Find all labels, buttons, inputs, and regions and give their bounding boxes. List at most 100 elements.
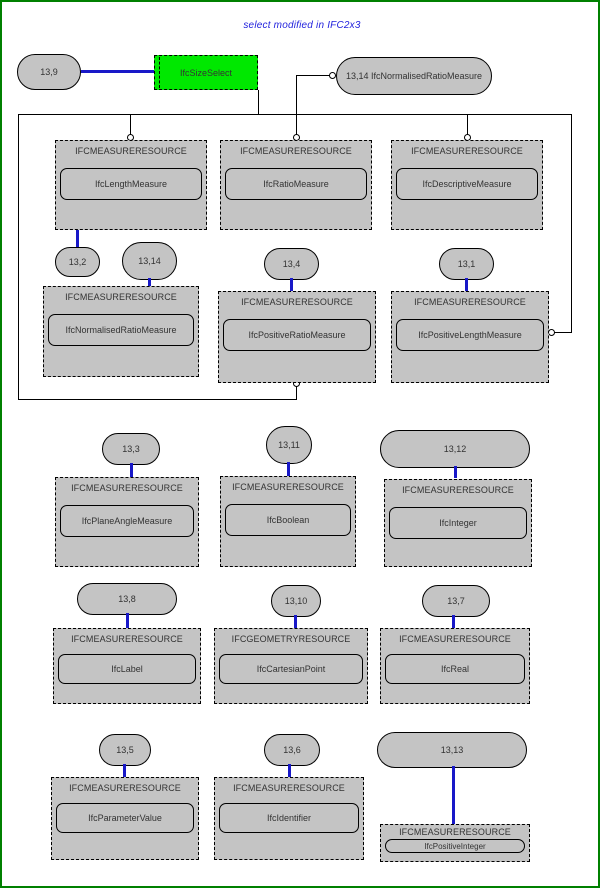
page-ref-bubble-13-11[interactable]: 13,11 bbox=[266, 426, 312, 464]
page-ref-bubble-13-2[interactable]: 13,2 bbox=[55, 247, 100, 277]
node-entity-label: IfcInteger bbox=[389, 507, 527, 539]
bubble-label: 13,12 bbox=[443, 444, 467, 454]
node-ifclengthmeasure[interactable]: IFCMEASURERESOURCE IfcLengthMeasure bbox=[55, 140, 207, 230]
node-ifcpositivelengthmeasure[interactable]: IFCMEASURERESOURCE IfcPositiveLengthMeas… bbox=[391, 291, 549, 383]
page-ref-bubble-13-9[interactable]: 13,9 bbox=[17, 54, 81, 90]
node-ifcratiomeasure[interactable]: IFCMEASURERESOURCE IfcRatioMeasure bbox=[220, 140, 372, 230]
joint-poslength bbox=[548, 329, 555, 336]
node-entity-label: IfcDescriptiveMeasure bbox=[396, 168, 538, 200]
node-entity-label: IfcParameterValue bbox=[56, 803, 194, 833]
node-schema-label: IFCMEASURERESOURCE bbox=[414, 297, 526, 307]
node-ifcdescriptivemeasure[interactable]: IFCMEASURERESOURCE IfcDescriptiveMeasure bbox=[391, 140, 543, 230]
bubble-label: 13,1 bbox=[457, 259, 476, 269]
bubble-label: 13,3 bbox=[122, 444, 140, 454]
page-ref-bubble-13-6[interactable]: 13,6 bbox=[264, 734, 320, 766]
bubble-label: 13,8 bbox=[118, 594, 136, 604]
bubble-label: 13,6 bbox=[283, 745, 301, 755]
node-schema-label: IFCMEASURERESOURCE bbox=[233, 783, 345, 793]
wire-select-down bbox=[258, 90, 259, 114]
page-ref-bubble-13-13[interactable]: 13,13 bbox=[377, 732, 527, 768]
wire-13-7-to-real bbox=[452, 615, 455, 628]
page-ref-bubble-13-14-normalisedratiomeasure[interactable]: 13,14 IfcNormalisedRatioMeasure bbox=[336, 57, 492, 95]
bubble-label: 13,4 bbox=[282, 259, 301, 269]
page-ref-bubble-13-10[interactable]: 13,10 bbox=[271, 585, 321, 617]
page-ref-bubble-13-14[interactable]: 13,14 bbox=[122, 242, 177, 280]
wire-13-13-to-posinteger bbox=[452, 766, 455, 824]
wire-normratio-vertical bbox=[296, 75, 297, 135]
node-entity-label: IfcNormalisedRatioMeasure bbox=[48, 314, 194, 346]
bubble-label: 13,9 bbox=[40, 67, 58, 77]
node-schema-label: IFCMEASURERESOURCE bbox=[71, 634, 183, 644]
wire-13-10-to-cartesian bbox=[294, 615, 297, 628]
node-ifcparametervalue[interactable]: IFCMEASURERESOURCE IfcParameterValue bbox=[51, 777, 199, 860]
bubble-label: 13,5 bbox=[116, 745, 134, 755]
node-entity-label: IfcRatioMeasure bbox=[225, 168, 367, 200]
wire-bus-to-length bbox=[130, 114, 131, 135]
node-ifccartesianpoint[interactable]: IFCGEOMETRYRESOURCE IfcCartesianPoint bbox=[214, 628, 368, 704]
node-schema-label: IFCMEASURERESOURCE bbox=[399, 634, 511, 644]
node-ifcidentifier[interactable]: IFCMEASURERESOURCE IfcIdentifier bbox=[214, 777, 364, 860]
page-ref-bubble-13-8[interactable]: 13,8 bbox=[77, 583, 177, 615]
bubble-label: 13,14 bbox=[138, 256, 161, 266]
node-schema-label: IFCMEASURERESOURCE bbox=[241, 297, 353, 307]
wire-bus-to-ratio bbox=[296, 114, 297, 135]
node-schema-label: IFCMEASURERESOURCE bbox=[232, 482, 344, 492]
node-ifcboolean[interactable]: IFCMEASURERESOURCE IfcBoolean bbox=[220, 476, 356, 567]
select-node-ifcsizeselect[interactable]: IfcSizeSelect bbox=[154, 55, 258, 90]
node-schema-label: IFCMEASURERESOURCE bbox=[402, 485, 514, 495]
bus-left-vertical bbox=[18, 114, 19, 400]
node-entity-label: IfcCartesianPoint bbox=[219, 654, 363, 684]
node-ifcpositiveratiomeasure[interactable]: IFCMEASURERESOURCE IfcPositiveRatioMeasu… bbox=[218, 291, 376, 383]
page-ref-bubble-13-12[interactable]: 13,12 bbox=[380, 430, 530, 468]
bubble-label: 13,2 bbox=[68, 257, 87, 267]
diagram-title: select modified in IFC2x3 bbox=[243, 20, 361, 31]
node-schema-label: IFCMEASURERESOURCE bbox=[411, 146, 523, 156]
wire-13-14-to-normratio bbox=[148, 278, 151, 288]
page-ref-bubble-13-1[interactable]: 13,1 bbox=[439, 248, 494, 280]
node-schema-label: IFCMEASURERESOURCE bbox=[75, 146, 187, 156]
node-entity-label: IfcLengthMeasure bbox=[60, 168, 202, 200]
wire-bus-to-poslength bbox=[551, 332, 572, 333]
wire-13-3-to-planeangle bbox=[130, 463, 133, 478]
bubble-label: 13,11 bbox=[278, 440, 300, 450]
node-entity-label: IfcReal bbox=[385, 654, 525, 684]
node-ifcnormalisedratiomeasure[interactable]: IFCMEASURERESOURCE IfcNormalisedRatioMea… bbox=[43, 286, 199, 377]
wire-normratio-horizontal bbox=[296, 75, 330, 76]
node-ifcinteger[interactable]: IFCMEASURERESOURCE IfcInteger bbox=[384, 479, 532, 567]
node-entity-label: IfcPositiveInteger bbox=[385, 839, 525, 853]
select-node-label: IfcSizeSelect bbox=[179, 67, 233, 78]
bus-top-horizontal bbox=[18, 114, 572, 115]
node-entity-label: IfcBoolean bbox=[225, 504, 351, 536]
page-ref-bubble-13-4[interactable]: 13,4 bbox=[264, 248, 319, 280]
joint-normratio-bubble bbox=[329, 72, 336, 79]
wire-13-12-to-integer bbox=[454, 466, 457, 478]
node-ifcreal[interactable]: IFCMEASURERESOURCE IfcReal bbox=[380, 628, 530, 704]
node-schema-label: IFCMEASURERESOURCE bbox=[399, 827, 511, 837]
node-ifcplaneanglemeasure[interactable]: IFCMEASURERESOURCE IfcPlaneAngleMeasure bbox=[55, 477, 199, 567]
node-entity-label: IfcLabel bbox=[58, 654, 196, 684]
node-schema-label: IFCMEASURERESOURCE bbox=[240, 146, 352, 156]
node-ifclabel[interactable]: IFCMEASURERESOURCE IfcLabel bbox=[53, 628, 201, 704]
wire-13-4-to-posratio bbox=[290, 278, 293, 291]
bubble-label: 13,13 bbox=[440, 745, 464, 755]
wire-bus-to-posratio bbox=[296, 386, 297, 400]
node-schema-label: IFCMEASURERESOURCE bbox=[69, 783, 181, 793]
select-inner-rule bbox=[159, 57, 160, 88]
bubble-label: 13,7 bbox=[447, 596, 465, 606]
node-ifcpositiveinteger[interactable]: IFCMEASURERESOURCE IfcPositiveInteger bbox=[380, 824, 530, 862]
wire-13-8-to-label bbox=[126, 613, 129, 628]
page-ref-bubble-13-7[interactable]: 13,7 bbox=[422, 585, 490, 617]
wire-bus-to-descriptive bbox=[467, 114, 468, 135]
node-schema-label: IFCGEOMETRYRESOURCE bbox=[231, 634, 351, 644]
bubble-label: 13,10 bbox=[284, 596, 308, 606]
node-entity-label: IfcIdentifier bbox=[219, 803, 359, 833]
wire-length-to-13-2 bbox=[76, 230, 79, 249]
node-entity-label: IfcPositiveLengthMeasure bbox=[396, 319, 544, 351]
bus-right-vertical bbox=[571, 114, 572, 332]
wire-13-11-to-boolean bbox=[287, 462, 290, 478]
bubble-label: 13,14 IfcNormalisedRatioMeasure bbox=[345, 71, 483, 81]
node-schema-label: IFCMEASURERESOURCE bbox=[71, 483, 183, 493]
page-ref-bubble-13-3[interactable]: 13,3 bbox=[102, 433, 160, 465]
page-ref-bubble-13-5[interactable]: 13,5 bbox=[99, 734, 151, 766]
